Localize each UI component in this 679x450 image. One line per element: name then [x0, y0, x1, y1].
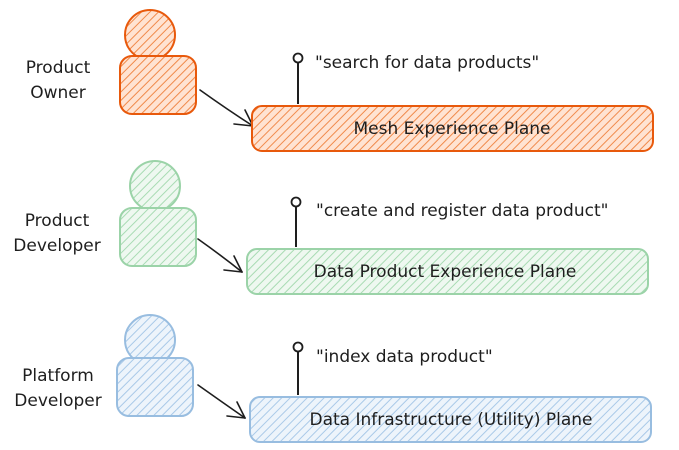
product-developer-label-line2: Developer: [13, 236, 100, 256]
product-developer-arrow: [197, 238, 243, 273]
search-annotation-quote: "search for data products": [315, 53, 539, 73]
data-infrastructure-plane-label: Data Infrastructure (Utility) Plane: [309, 410, 592, 430]
product-owner-person-icon: [119, 9, 197, 115]
product-developer-label-line1: Product: [25, 211, 90, 231]
mesh-experience-plane-box: [251, 105, 654, 152]
create-annotation-quote: "create and register data product": [316, 201, 608, 221]
row-product-developer: Product Developer Data Product Experienc…: [13, 160, 649, 295]
data-product-experience-plane-label: Data Product Experience Plane: [314, 262, 577, 282]
index-annotation-pin-icon: [292, 341, 304, 395]
create-annotation-pin-icon: [290, 196, 302, 247]
product-owner-label-line2: Owner: [30, 83, 86, 103]
mesh-experience-plane-label: Mesh Experience Plane: [354, 119, 551, 139]
search-annotation-pin-icon: [292, 52, 304, 104]
data-product-experience-plane-box: [246, 248, 649, 295]
row-product-owner: Product Owner Mesh Experience Plane "sea…: [26, 9, 654, 152]
platform-developer-person-icon: [116, 314, 194, 417]
data-infrastructure-plane-box: [249, 396, 652, 443]
platform-developer-label-line1: Platform: [22, 366, 94, 386]
product-owner-arrow: [199, 89, 254, 127]
platform-developer-label-line2: Developer: [14, 391, 101, 411]
platform-developer-arrow: [197, 384, 246, 419]
product-developer-person-icon: [119, 160, 197, 267]
product-owner-label-line1: Product: [26, 58, 91, 78]
index-annotation-quote: "index data product": [316, 347, 493, 367]
row-platform-developer: Platform Developer Data Infrastructure (…: [14, 314, 652, 443]
